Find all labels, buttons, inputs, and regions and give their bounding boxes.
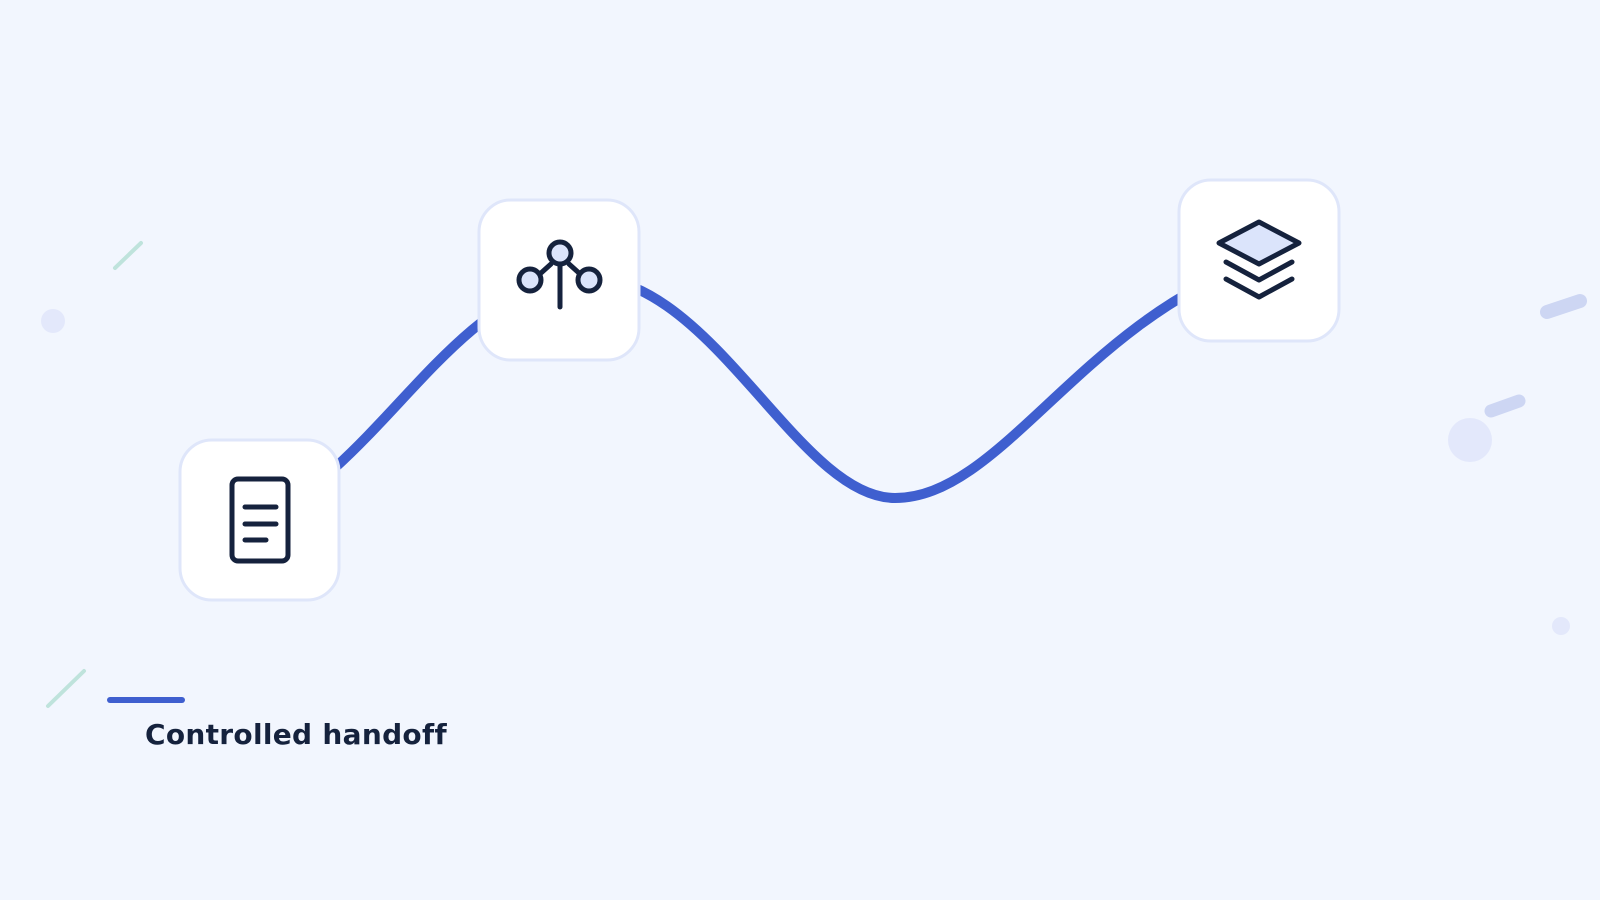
decor-dash-bottom-left [46,669,86,708]
decor-dash-top-left [113,241,143,270]
node-document [178,438,341,602]
document-icon [229,476,291,564]
decor-pill-mid-right [1484,394,1526,418]
layers-stack-icon [1216,219,1302,300]
node-branch [477,198,641,362]
background-decorations [41,241,1587,708]
caption-title: Controlled handoff [145,718,447,751]
decor-circle-right [1448,418,1492,462]
flow-path [255,257,1260,527]
node-card [178,438,341,602]
decor-dot-left [41,309,65,333]
caption-accent-bar [107,697,185,703]
node-layers [1177,178,1341,343]
branch-nodes-icon [516,239,603,310]
decor-pill-top-right [1540,294,1587,319]
decor-dot-bottom-right [1552,617,1570,635]
